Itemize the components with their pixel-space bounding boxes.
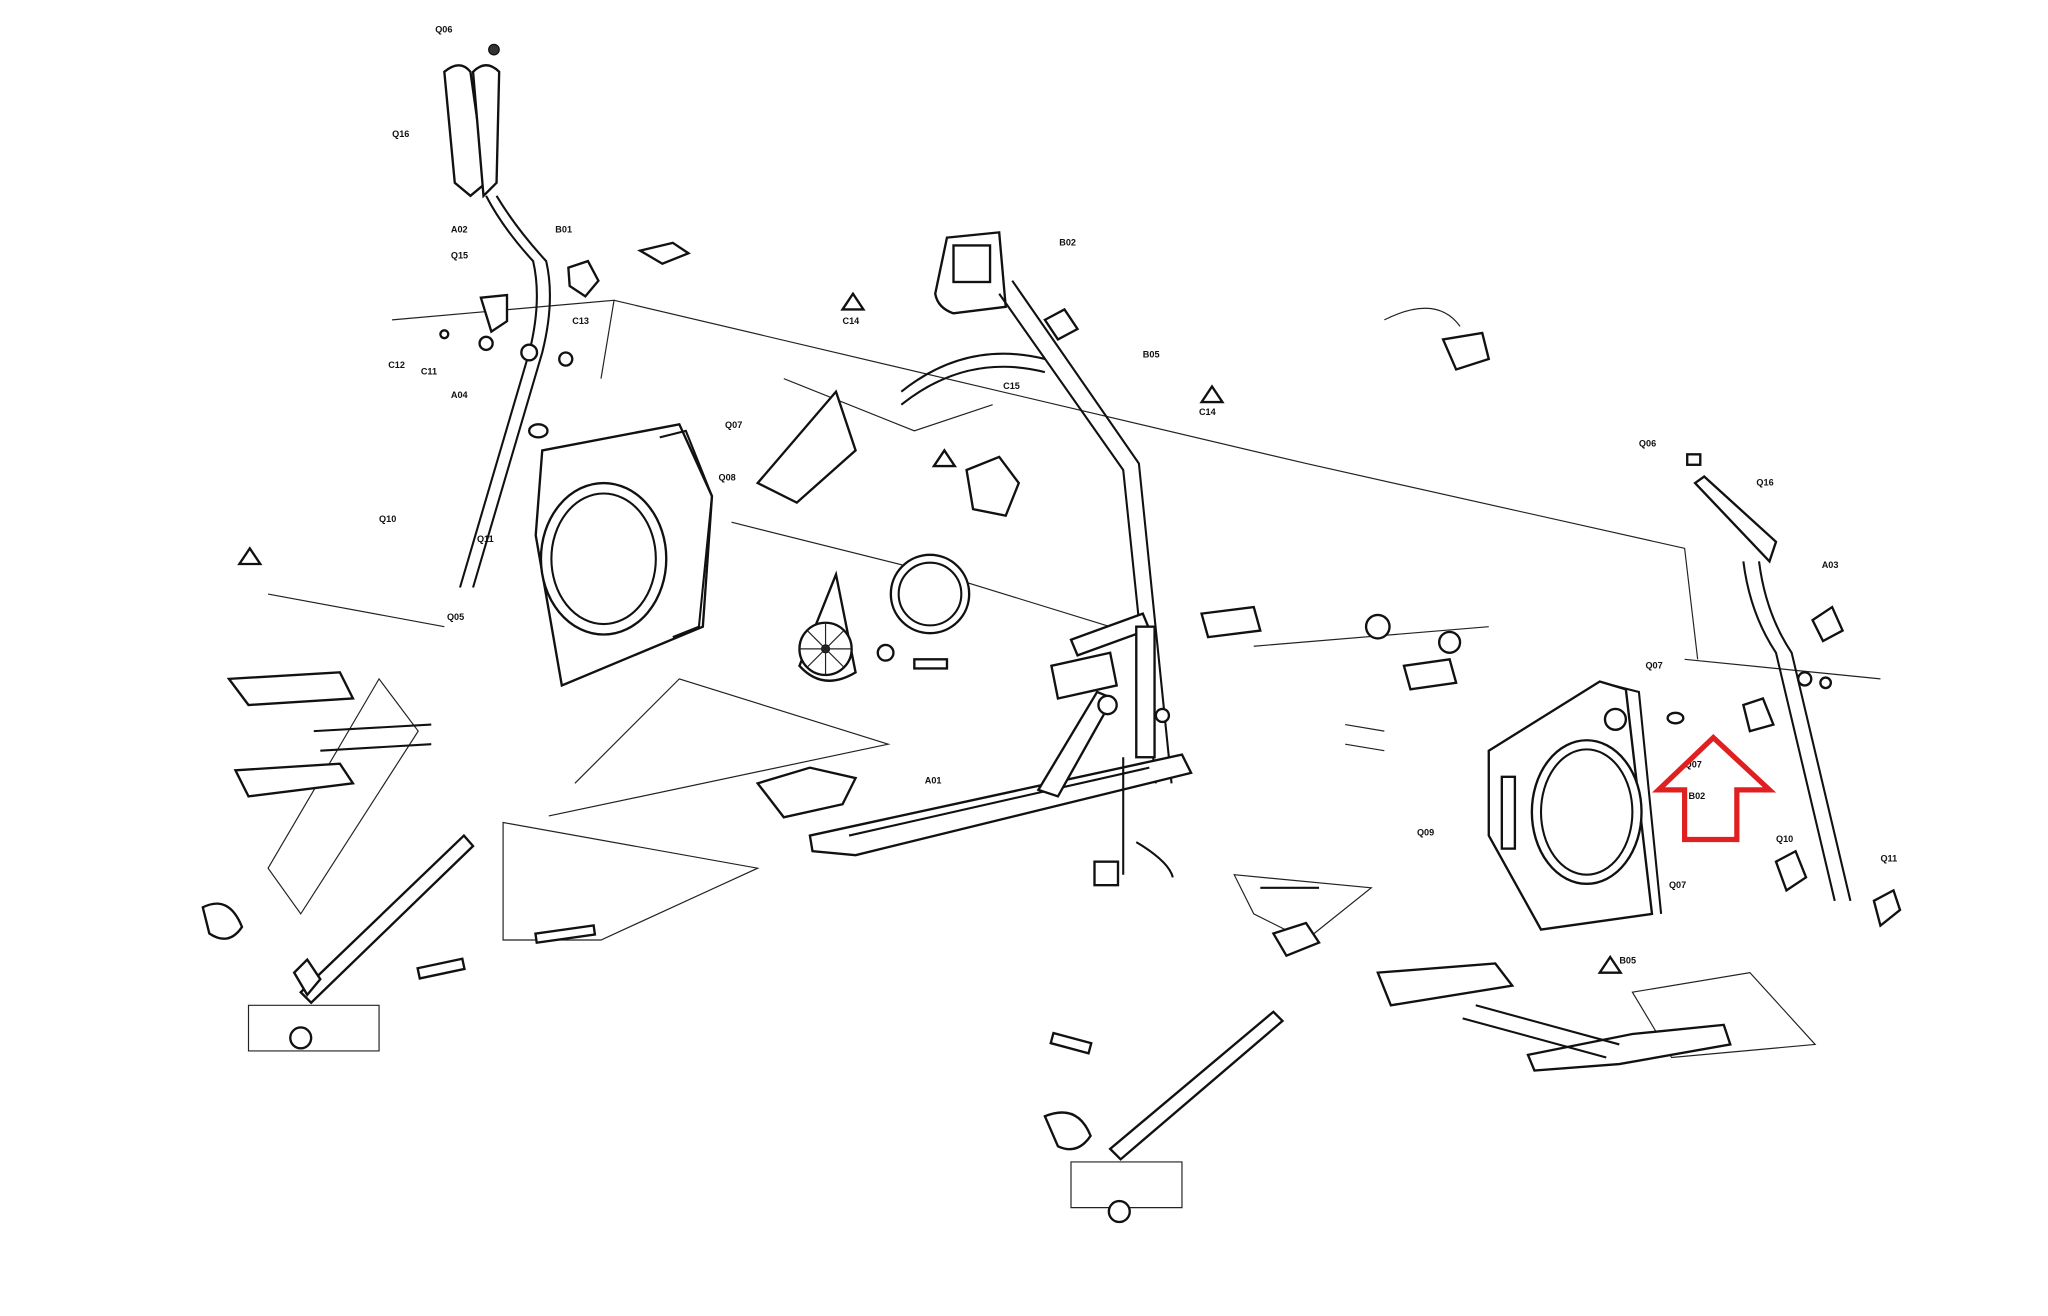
- part-label: Q09: [1417, 828, 1434, 838]
- pedals-and-arms: [201, 671, 1732, 1224]
- part-label: Q10: [1776, 834, 1793, 844]
- part-label: A03: [1822, 560, 1839, 570]
- part-label: B02: [1689, 791, 1706, 801]
- part-label: Q16: [392, 129, 409, 139]
- part-label: Q07: [725, 420, 742, 430]
- part-label: Q16: [1756, 478, 1773, 488]
- part-label: C12: [388, 360, 405, 370]
- part-label: B05: [1143, 350, 1160, 360]
- part-label: Q05: [447, 612, 464, 622]
- part-label: B01: [555, 224, 572, 234]
- part-label: C14: [1199, 407, 1217, 417]
- part-label: C15: [1003, 381, 1020, 391]
- right-handlebar: [1686, 453, 1902, 928]
- part-label: Q07: [1645, 660, 1662, 670]
- part-label: B05: [1619, 955, 1636, 965]
- part-label: Q08: [718, 472, 735, 482]
- right-side-cover: [1487, 680, 1685, 931]
- part-label: Q06: [435, 25, 452, 35]
- main-frame: [755, 612, 1193, 887]
- part-label: Q11: [477, 534, 494, 544]
- part-label: Q07: [1685, 760, 1702, 770]
- part-label: B02: [1059, 237, 1076, 247]
- part-label: C14: [843, 316, 861, 326]
- part-label: A04: [451, 390, 469, 400]
- part-label: Q11: [1880, 854, 1897, 864]
- part-label: A01: [925, 775, 942, 785]
- warning-icons: [237, 291, 1623, 974]
- part-label: C11: [421, 367, 437, 377]
- highlight-arrow-icon: [1651, 734, 1777, 843]
- part-label: C13: [572, 316, 589, 326]
- crank-assembly: [1200, 605, 1489, 752]
- drive-assembly: [798, 553, 971, 682]
- left-side-cover: [528, 389, 857, 688]
- part-label: Q15: [451, 250, 468, 260]
- part-label: Q06: [1639, 438, 1656, 448]
- part-label: Q10: [379, 514, 396, 524]
- part-label: A02: [451, 224, 468, 234]
- console: [900, 231, 1491, 784]
- left-handlebar: [439, 43, 691, 588]
- part-label: Q07: [1669, 880, 1686, 890]
